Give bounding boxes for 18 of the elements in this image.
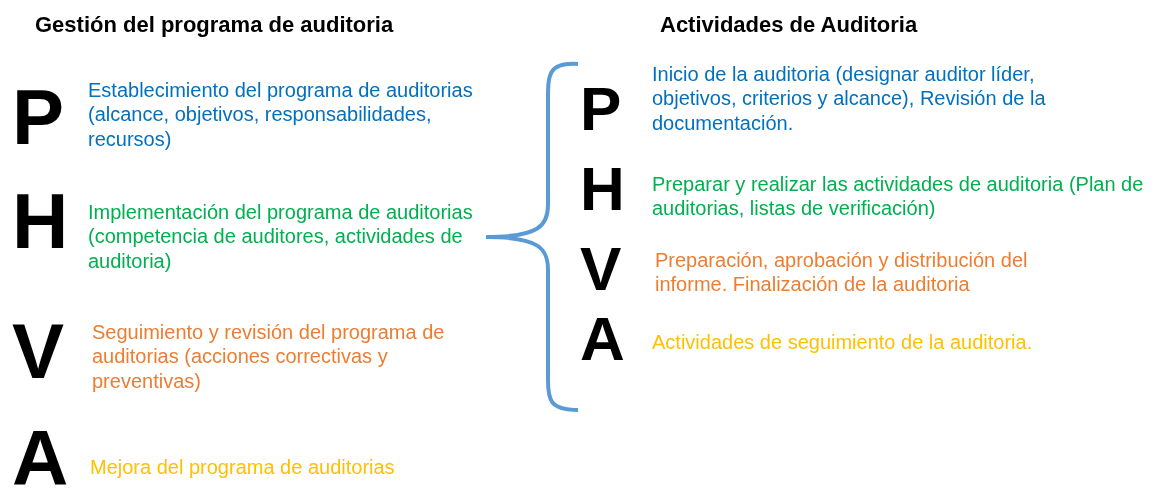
phase-letter: P (12, 78, 65, 156)
phase-letter: H (12, 182, 69, 260)
step-description: Implementación del programa de auditorias (competencia de auditores, actividades de auditoria) (88, 200, 474, 274)
step-description: Establecimiento del programa de auditorias (alcance, objetivos, responsabilidades, recursos) (88, 78, 474, 152)
step-description: Preparar y realizar las actividades de auditoria (Plan de auditorias, listas de verificación) (652, 172, 1145, 221)
phase-letter: V (580, 238, 622, 300)
step-description: Preparación, aprobación y distribución del informe. Finalización de la auditoria (655, 248, 1029, 297)
phase-letter: A (580, 308, 625, 370)
heading: Actividades de Auditoria (660, 12, 919, 39)
step-description: Inicio de la auditoria (designar auditor líder, objetivos, criterios y alcance), Revisión de la documentación. (652, 62, 1047, 136)
phase-letter: P (580, 78, 622, 140)
heading: Gestión del programa de auditoria (35, 12, 395, 39)
step-description: Actividades de seguimiento de la auditoria. (652, 330, 1034, 355)
phase-letter: H (580, 158, 625, 220)
step-description: Mejora del programa de auditorias (90, 455, 396, 480)
step-description: Seguimiento y revisión del programa de auditorias (acciones correctivas y preventivas) (92, 320, 446, 394)
phase-letter: A (12, 419, 69, 497)
phase-letter: V (12, 312, 65, 390)
